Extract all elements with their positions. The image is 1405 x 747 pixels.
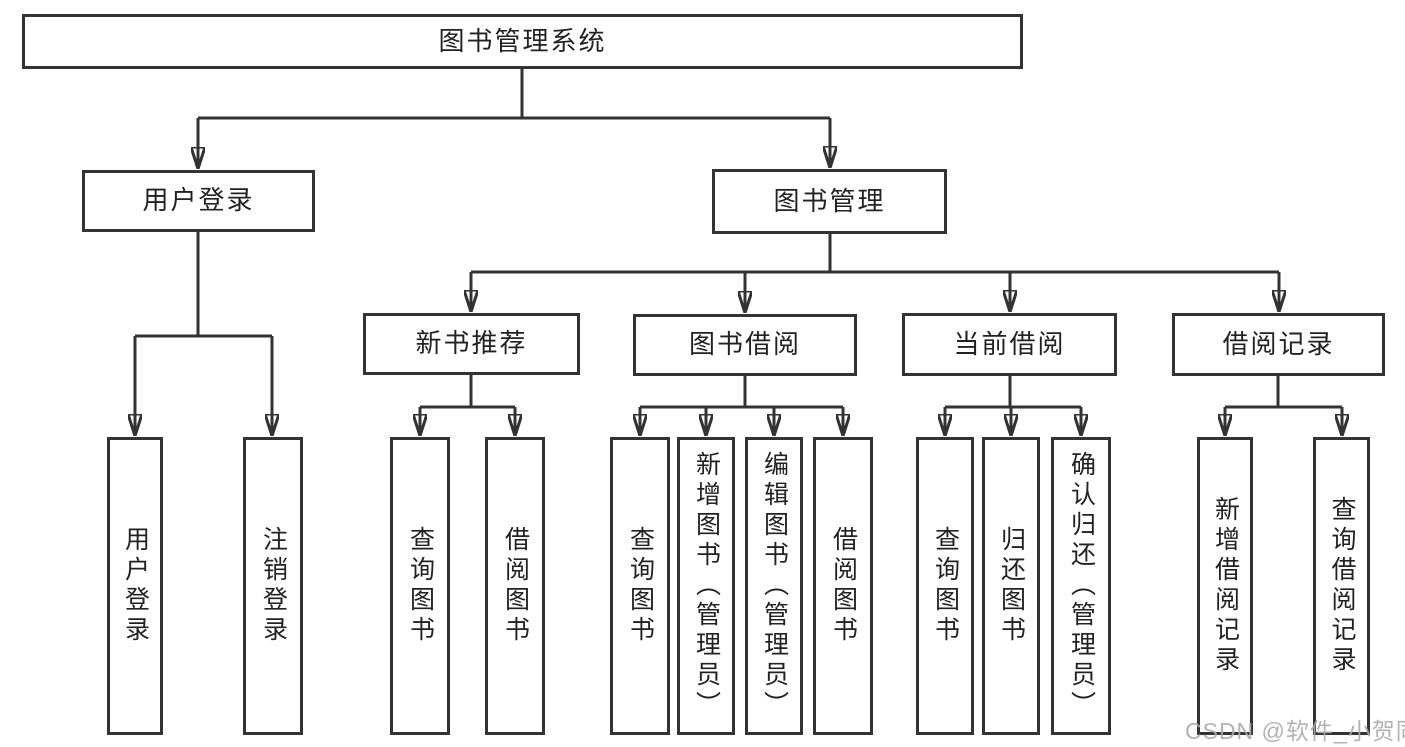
node-book-borrow: 图书借阅 bbox=[633, 314, 857, 376]
connector-root-trunk bbox=[198, 69, 830, 120]
leaf-current-query-book: 查询图书 bbox=[916, 437, 974, 735]
connector-borrow-records-trunk bbox=[1225, 376, 1342, 409]
node-book-management: 图书管理 bbox=[712, 169, 947, 234]
connector-current-borrow-trunk bbox=[945, 376, 1081, 409]
leaf-borrow-add-book-admin: 新增图书（管理员） bbox=[677, 437, 735, 735]
leaf-current-confirm-return-admin: 确认归还（管理员） bbox=[1051, 437, 1111, 735]
leaf-newbook-borrow-book: 借阅图书 bbox=[485, 437, 545, 735]
leaf-newbook-query-book: 查询图书 bbox=[390, 437, 450, 735]
connector-new-book-trunk bbox=[420, 375, 515, 409]
connector-book-management-trunk bbox=[471, 234, 1279, 274]
leaf-records-add-record: 新增借阅记录 bbox=[1197, 437, 1253, 735]
node-borrow-records: 借阅记录 bbox=[1172, 313, 1385, 376]
csdn-watermark: CSDN @软件_小贺同学 bbox=[1185, 718, 1405, 744]
leaf-borrow-edit-book-admin: 编辑图书（管理员） bbox=[745, 437, 803, 735]
leaf-borrow-borrow-book: 借阅图书 bbox=[813, 437, 873, 735]
leaf-records-query-record: 查询借阅记录 bbox=[1313, 437, 1370, 735]
node-new-book-recommend: 新书推荐 bbox=[363, 313, 580, 375]
node-current-borrow: 当前借阅 bbox=[902, 313, 1117, 376]
leaf-user-login: 用户登录 bbox=[107, 437, 163, 735]
connector-user-login-trunk bbox=[135, 232, 272, 338]
leaf-current-return-book: 归还图书 bbox=[982, 437, 1040, 735]
leaf-logout: 注销登录 bbox=[243, 437, 303, 735]
connector-book-borrow-trunk bbox=[640, 376, 843, 409]
leaf-borrow-query-book: 查询图书 bbox=[610, 437, 670, 735]
node-user-login: 用户登录 bbox=[82, 170, 315, 232]
node-root-system: 图书管理系统 bbox=[22, 14, 1023, 69]
